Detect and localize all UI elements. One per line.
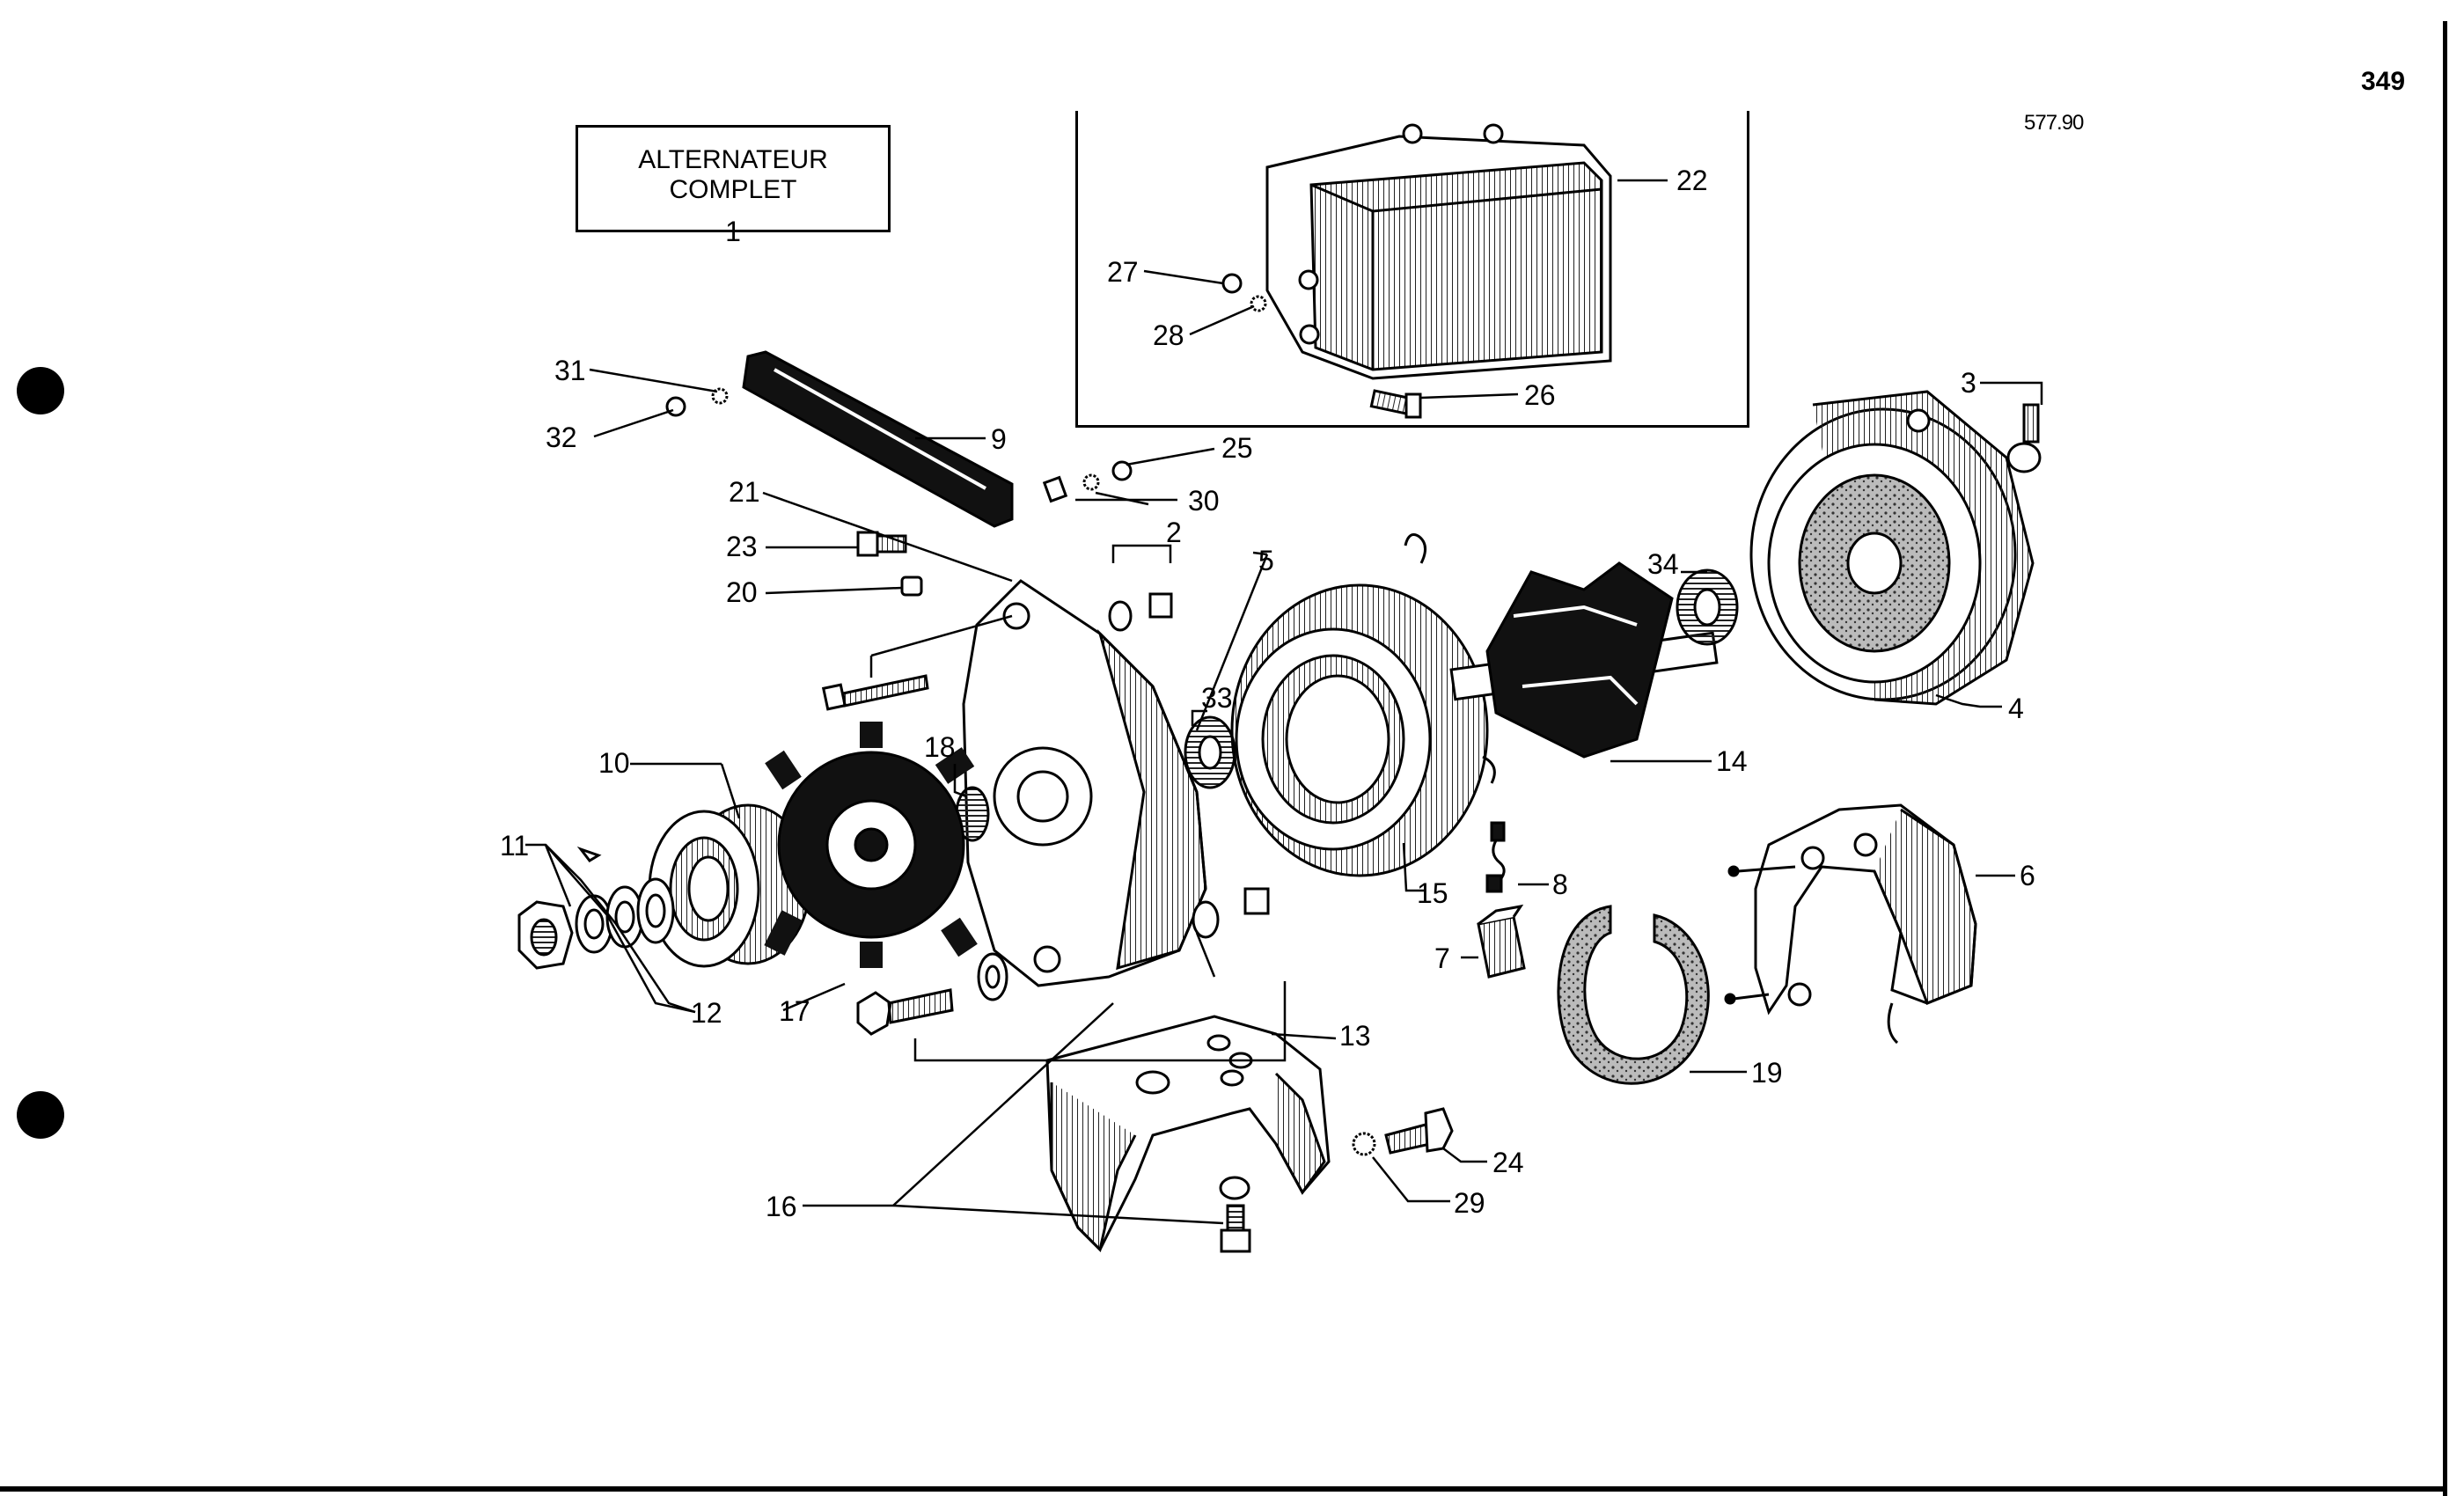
callout-18: 18 bbox=[924, 731, 956, 763]
page-border-bottom bbox=[0, 1486, 2447, 1492]
mounting-bracket-13 bbox=[1045, 1015, 1331, 1252]
callout-9: 9 bbox=[991, 423, 1007, 455]
nut-25 bbox=[1111, 460, 1133, 481]
callout-23: 23 bbox=[726, 531, 758, 562]
bearing-34 bbox=[1676, 568, 1739, 646]
callout-30: 30 bbox=[1188, 485, 1220, 517]
callout-3: 3 bbox=[1961, 367, 1976, 399]
washer-30 bbox=[1082, 473, 1100, 491]
washers-12 bbox=[605, 877, 675, 949]
callout-15: 15 bbox=[1417, 877, 1448, 909]
through-bolt bbox=[821, 674, 929, 711]
callout-34: 34 bbox=[1647, 548, 1679, 580]
rectifier-6 bbox=[1724, 803, 1977, 1045]
callout-11: 11 bbox=[500, 830, 529, 862]
callout-26: 26 bbox=[1524, 379, 1556, 411]
washer-29 bbox=[1352, 1132, 1376, 1156]
mounting-bolt bbox=[856, 887, 1270, 1036]
plate-2 bbox=[1042, 475, 1068, 503]
leader-lines bbox=[525, 179, 2043, 1225]
callout-6: 6 bbox=[2020, 860, 2035, 891]
callout-7: 7 bbox=[1434, 942, 1450, 974]
screw-3 bbox=[2006, 403, 2042, 473]
screw-26 bbox=[1369, 389, 1422, 419]
washer-28 bbox=[1250, 295, 1267, 312]
adjusting-arm-9 bbox=[742, 350, 1014, 528]
callout-10: 10 bbox=[598, 747, 630, 779]
regulator-inset-frame bbox=[1075, 111, 1749, 428]
callout-4: 4 bbox=[2008, 693, 2024, 724]
washer-21a bbox=[1108, 600, 1133, 632]
callout-14: 14 bbox=[1716, 745, 1748, 777]
regulator-box bbox=[1265, 123, 1612, 380]
gasket-19 bbox=[1557, 905, 1710, 1085]
callout-19: 19 bbox=[1751, 1057, 1783, 1089]
bearing-33 bbox=[1184, 715, 1236, 789]
rotor-14 bbox=[1449, 561, 1719, 759]
callout-16: 16 bbox=[766, 1191, 797, 1222]
page-border-right bbox=[2443, 21, 2447, 1496]
callout-24: 24 bbox=[1492, 1147, 1524, 1178]
callout-5: 5 bbox=[1258, 545, 1274, 576]
nut-32 bbox=[665, 396, 686, 417]
callout-22: 22 bbox=[1676, 165, 1708, 196]
callout-13: 13 bbox=[1339, 1020, 1371, 1052]
callout-17: 17 bbox=[779, 995, 810, 1027]
bolt-24 bbox=[1384, 1107, 1454, 1155]
callout-31: 31 bbox=[554, 355, 586, 386]
callout-29: 29 bbox=[1454, 1187, 1485, 1219]
title-line-1: ALTERNATEUR COMPLET bbox=[638, 145, 828, 204]
binder-hole-bottom bbox=[17, 1091, 64, 1139]
callout-8: 8 bbox=[1552, 869, 1568, 900]
brush-holder-7 bbox=[1477, 904, 1526, 979]
callout-28: 28 bbox=[1153, 319, 1184, 351]
slip-ring-housing-4 bbox=[1749, 390, 2035, 706]
drive-end-housing-5 bbox=[962, 579, 1207, 987]
callout-labels: 22 27 28 26 31 32 9 25 30 2 21 23 20 5 3… bbox=[500, 165, 2035, 1222]
callout-21: 21 bbox=[729, 476, 760, 508]
callout-2: 2 bbox=[1166, 517, 1182, 548]
nut-27 bbox=[1221, 273, 1243, 294]
stator-15 bbox=[1230, 533, 1496, 877]
nut-21b bbox=[1148, 592, 1173, 619]
screw-16 bbox=[1219, 1176, 1251, 1253]
spacer-20 bbox=[900, 576, 923, 597]
binder-hole-top bbox=[17, 367, 64, 414]
page-number: 349 bbox=[2361, 67, 2406, 96]
callout-12: 12 bbox=[691, 997, 722, 1029]
callout-32: 32 bbox=[546, 422, 577, 453]
title-line-2: 1 bbox=[725, 216, 741, 247]
callout-20: 20 bbox=[726, 576, 758, 608]
reference-code: 577.90 bbox=[2024, 111, 2084, 135]
callout-25: 25 bbox=[1221, 432, 1253, 464]
callout-33: 33 bbox=[1201, 682, 1233, 714]
brush-8 bbox=[1485, 821, 1506, 893]
title-box: ALTERNATEUR COMPLET 1 bbox=[576, 125, 891, 247]
callout-27: 27 bbox=[1107, 256, 1139, 288]
